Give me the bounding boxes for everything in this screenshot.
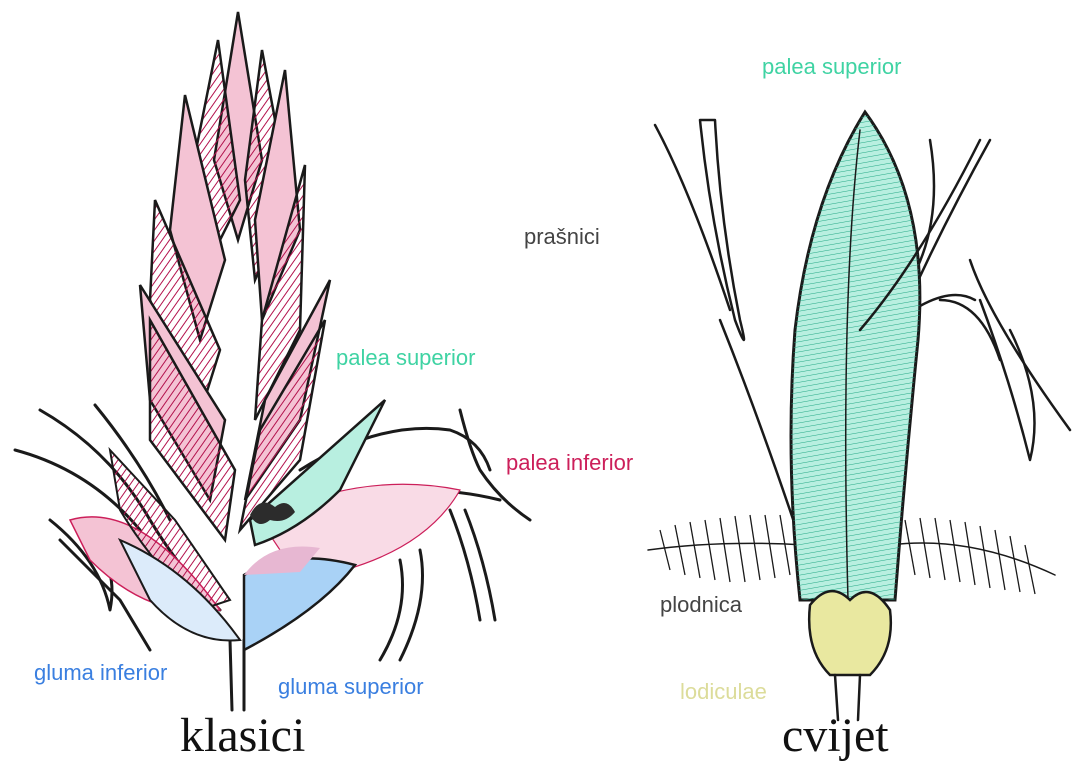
main-spike — [140, 12, 330, 540]
lodicules-shape — [809, 591, 891, 675]
label-prasnici: prašnici — [524, 226, 600, 248]
label-gluma-inferior: gluma inferior — [34, 662, 167, 684]
feather-hairs-left — [660, 515, 790, 582]
label-lodiculae: lodiculae — [680, 681, 767, 703]
caption-cvijet: cvijet — [782, 712, 889, 760]
spikelet-stem — [230, 640, 244, 710]
palea-hatching — [791, 112, 920, 600]
flower-drawing — [648, 112, 1070, 720]
label-spikelet-palea-inferior: palea inferior — [506, 452, 633, 474]
label-spikelet-palea-superior: palea superior — [336, 347, 475, 369]
label-flower-palea-superior: palea superior — [762, 56, 901, 78]
label-plodnica: plodnica — [660, 594, 742, 616]
feather-hairs-right — [905, 518, 1035, 594]
label-gluma-superior: gluma superior — [278, 676, 424, 698]
caption-klasici: klasici — [180, 712, 305, 760]
